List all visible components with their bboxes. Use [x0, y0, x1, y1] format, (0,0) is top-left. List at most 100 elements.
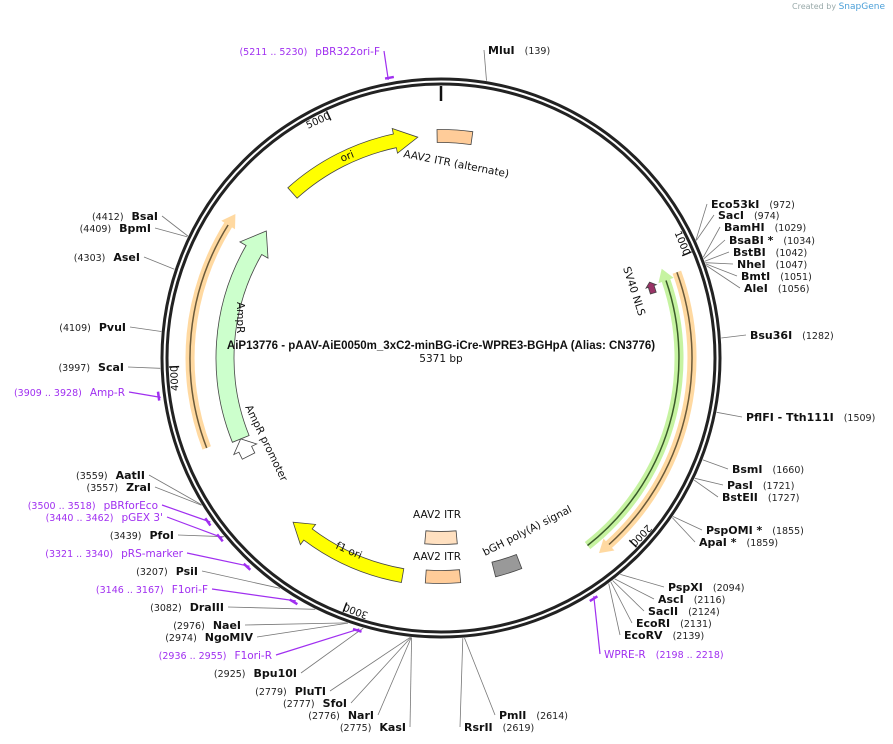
enzyme-label-pspomi[interactable]: PspOMI *(1855) [706, 524, 804, 537]
tick-mark-1000 [681, 251, 692, 257]
primer-pgex-3-leader [166, 516, 223, 539]
enzyme-label-rsrii[interactable]: RsrII(2619) [464, 721, 534, 734]
enzyme-label-mlui[interactable]: MluI(139) [488, 44, 550, 57]
enzyme-name: Bpu10I [254, 667, 298, 680]
primer-label-pbrforeco[interactable]: (3500 .. 3518)pBRforEco [28, 500, 158, 512]
enzyme-label-psii[interactable]: (3207)PsiI [136, 565, 198, 578]
primer-label-prs-marker[interactable]: (3321 .. 3340)pRS-marker [45, 548, 183, 560]
primer-label-pgex-3[interactable]: (3440 .. 3462)pGEX 3' [46, 512, 163, 524]
enzyme-position: (2925) [214, 669, 246, 680]
enzyme-label-bsu36i[interactable]: Bsu36I(1282) [750, 329, 834, 342]
enzyme-label-pspxi[interactable]: PspXI (2094) [668, 581, 744, 594]
ampr-orf-highlight [185, 214, 236, 450]
enzyme-label-apai[interactable]: ApaI *(1859) [699, 536, 778, 549]
snapgene-logo: SnapGene [838, 2, 885, 12]
enzyme-name: BsmI [732, 463, 763, 476]
enzyme-label-eco53ki[interactable]: Eco53kI(972) [711, 198, 795, 211]
enzyme-label-sfoi[interactable]: (2777)SfoI [283, 697, 347, 710]
enzyme-label-bsai[interactable]: (4412)BsaI [92, 210, 158, 223]
enzyme-position: (2776) [308, 711, 340, 722]
enzyme-position: (2614) [536, 711, 568, 722]
feature-aav2-itr-outer[interactable] [424, 569, 462, 584]
enzyme-label-bstbi[interactable]: BstBI(1042) [733, 246, 807, 259]
site-scai-leader [127, 366, 161, 369]
enzyme-label-naei[interactable]: (2976)NaeI [173, 619, 241, 632]
feature-label-aav2-itr-outer[interactable]: AAV2 ITR [413, 551, 461, 563]
enzyme-label-nhei[interactable]: NheI(1047) [737, 258, 807, 271]
enzyme-name: BstBI [733, 246, 766, 259]
feature-label-aav2-itr-inner[interactable]: AAV2 ITR [413, 509, 461, 521]
primer-prs-marker-leader [186, 552, 250, 567]
enzyme-label-asei[interactable]: (4303)AseI [74, 251, 140, 264]
primer-wpre-r-leader [593, 596, 601, 655]
site-kasi-leader [409, 637, 412, 728]
enzyme-label-bpmi[interactable]: (4409)BpmI [80, 222, 151, 235]
enzyme-position: (972) [769, 200, 795, 211]
site-alei-leader [706, 265, 741, 289]
enzyme-label-bsabi[interactable]: BsaBI *(1034) [729, 234, 815, 247]
feature-aav2-itr-inner[interactable] [424, 530, 458, 545]
feature-ampr[interactable] [215, 230, 269, 443]
primer-range: (3321 .. 3340) [45, 549, 113, 560]
enzyme-label-pmli[interactable]: PmlI(2614) [499, 709, 568, 722]
enzyme-position: (3439) [110, 531, 142, 542]
feature-f1-ori[interactable] [292, 521, 405, 583]
enzyme-position: (2094) [713, 583, 745, 594]
enzyme-label-pfoi[interactable]: (3439)PfoI [110, 529, 174, 542]
enzyme-label-bmti[interactable]: BmtI(1051) [741, 270, 812, 283]
enzyme-position: (2775) [340, 723, 372, 734]
enzyme-label-pasi[interactable]: PasI(1721) [727, 479, 794, 492]
enzyme-label-alei[interactable]: AleI(1056) [744, 282, 809, 295]
feature-label-ampr[interactable]: AmpR [234, 302, 246, 333]
site-bstbi-leader [704, 251, 730, 262]
site-ecorv-leader [608, 583, 621, 636]
feature-ori[interactable] [287, 127, 419, 199]
enzyme-label-ecorv[interactable]: EcoRV(2139) [624, 629, 704, 642]
feature-aav2-itr-alternate[interactable] [436, 129, 474, 146]
enzyme-name: AatII [116, 469, 145, 482]
enzyme-position: (1855) [772, 526, 804, 537]
enzyme-label-draiii[interactable]: (3082)DraIII [150, 601, 224, 614]
enzyme-position: (3207) [136, 567, 168, 578]
primer-f1ori-f-leader [211, 588, 296, 602]
feature-ampr-promoter[interactable] [233, 438, 258, 460]
enzyme-label-bpu10i[interactable]: (2925) Bpu10I [214, 667, 297, 680]
enzyme-label-ecori[interactable]: EcoRI(2131) [636, 617, 712, 630]
feature-sv40-nls[interactable] [645, 281, 658, 295]
enzyme-name: PspXI [668, 581, 703, 594]
enzyme-label-kasi[interactable]: (2775)KasI [340, 721, 406, 734]
primer-label-f1ori-r[interactable]: (2936 .. 2955)F1ori-R [159, 650, 272, 662]
feature-bgh-polya[interactable] [491, 553, 523, 578]
enzyme-label-pflfi-tth111i[interactable]: PflFI - Tth111I(1509) [746, 411, 875, 424]
enzyme-label-bsteii[interactable]: BstEII(1727) [722, 491, 799, 504]
feature-label-aav2-itr-alternate[interactable]: AAV2 ITR (alternate) [402, 148, 510, 180]
primer-label-amp-r[interactable]: (3909 .. 3928)Amp-R [14, 387, 125, 399]
primer-label-pbr322ori-f[interactable]: (5211 .. 5230)pBR322ori-F [239, 46, 380, 58]
enzyme-label-pluti[interactable]: (2779)PluTI [255, 685, 326, 698]
feature-label-bgh-polya[interactable]: bGH poly(A) signal [481, 503, 574, 558]
enzyme-position: (1051) [780, 272, 812, 283]
site-pflfi-tth111i-leader [716, 411, 743, 418]
feature-label-sv40-nls[interactable]: SV40 NLS [620, 265, 647, 317]
enzyme-label-bamhi[interactable]: BamHI(1029) [724, 221, 806, 234]
enzyme-label-pvui[interactable]: (4109)PvuI [59, 321, 126, 334]
site-pmli-leader [464, 637, 496, 716]
enzyme-label-scai[interactable]: (3997)ScaI [58, 361, 124, 374]
enzyme-label-bsmi[interactable]: BsmI(1660) [732, 463, 804, 476]
primer-label-f1ori-f[interactable]: (3146 .. 3167)F1ori-F [96, 584, 208, 596]
primer-pbrforeco-leader [161, 504, 211, 523]
enzyme-label-asci[interactable]: AscI(2116) [658, 593, 725, 606]
enzyme-label-zrai[interactable]: (3557)ZraI [86, 481, 151, 494]
feature-label-ori[interactable]: ori [339, 149, 356, 165]
enzyme-label-sacii[interactable]: SacII(2124) [648, 605, 720, 618]
enzyme-label-saci[interactable]: SacI(974) [718, 209, 780, 222]
primer-pbrforeco-mark [204, 517, 212, 527]
enzyme-position: (1034) [783, 236, 815, 247]
site-bsteii-leader [693, 479, 719, 498]
enzyme-label-aatii[interactable]: (3559)AatII [76, 469, 145, 482]
snapgene-credit: Created by SnapGene [792, 2, 885, 12]
primer-label-wpre-r[interactable]: WPRE-R(2198 .. 2218) [604, 649, 724, 661]
enzyme-label-ngomiv[interactable]: (2974)NgoMIV [165, 631, 253, 644]
primer-f1ori-r-leader [275, 628, 360, 656]
enzyme-label-nari[interactable]: (2776)NarI [308, 709, 374, 722]
